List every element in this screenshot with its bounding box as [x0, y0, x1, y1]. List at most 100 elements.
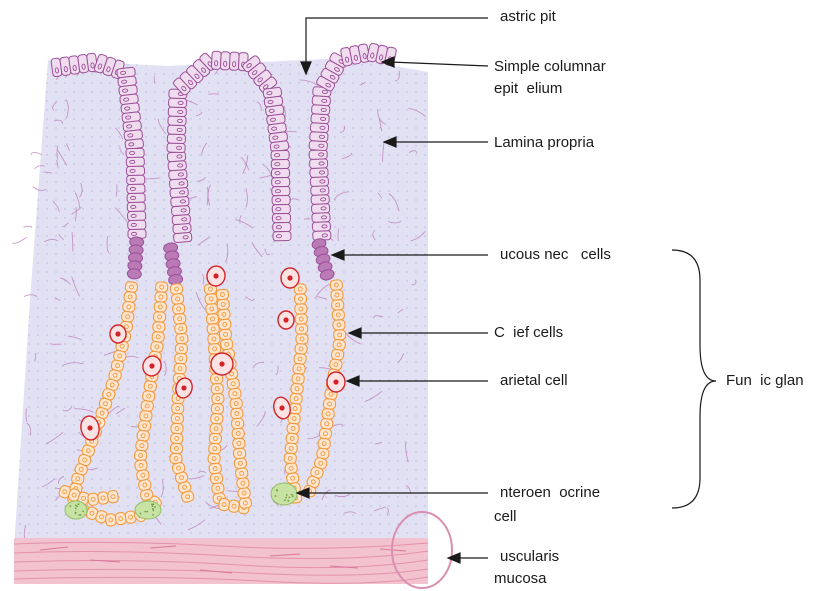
chief-cell — [233, 438, 246, 449]
chief-cell — [218, 498, 230, 511]
label-epithelium: epit elium — [494, 78, 562, 99]
epithelial-cell — [311, 195, 329, 205]
epithelial-cell — [126, 157, 144, 166]
chief-cell — [295, 324, 307, 334]
chief-cell — [333, 330, 346, 341]
epithelial-cell — [128, 220, 146, 229]
label-chief-cells: C ief cells — [494, 322, 563, 343]
epithelial-cell — [312, 213, 330, 223]
label-muscularis: uscularis — [500, 546, 559, 567]
chief-cell — [333, 320, 346, 331]
chief-cell — [228, 500, 240, 513]
chief-cell — [210, 473, 223, 485]
epithelial-cell — [168, 107, 186, 117]
chief-cell — [234, 458, 247, 469]
chief-cell — [142, 390, 155, 402]
epithelial-cell — [127, 184, 145, 193]
chief-cell — [233, 448, 246, 459]
chief-cell — [115, 512, 126, 525]
label-mucous-neck-cells: ucous nec cells — [500, 244, 611, 265]
chief-cell — [208, 453, 221, 464]
parietal-cell — [110, 325, 126, 343]
chief-cell — [218, 319, 231, 330]
chief-cell — [294, 353, 307, 364]
epithelial-cell — [168, 116, 186, 126]
chief-cell — [170, 443, 182, 453]
chief-cell — [121, 311, 134, 322]
chief-cell — [239, 497, 252, 508]
chief-cell — [173, 313, 186, 324]
chief-cell — [293, 363, 306, 374]
epithelial-cell — [272, 186, 290, 195]
chief-cell — [286, 472, 299, 484]
connective-fiber — [12, 237, 26, 243]
chief-cell — [286, 433, 299, 444]
chief-cell — [295, 343, 308, 354]
epithelial-cell — [311, 114, 330, 124]
chief-cell — [208, 443, 221, 454]
chief-cell — [134, 450, 147, 461]
epithelial-cell — [271, 159, 289, 168]
chief-cell — [135, 440, 148, 451]
chief-cell — [170, 283, 183, 294]
chief-cell — [292, 373, 305, 384]
chief-cell — [154, 302, 167, 313]
chief-cell — [331, 290, 344, 301]
epithelial-cell — [309, 159, 327, 169]
label-gastric-pit: astric pit — [500, 6, 556, 27]
chief-cell — [205, 303, 218, 314]
chief-cell — [105, 513, 116, 526]
label-simple-columnar: Simple columnar — [494, 56, 606, 77]
chief-cell — [284, 453, 297, 464]
chief-cell — [320, 418, 333, 429]
chief-cell — [207, 323, 220, 334]
epithelial-cell — [125, 138, 144, 149]
chief-cell — [211, 403, 224, 414]
chief-cell — [217, 299, 230, 310]
epithelial-cell — [229, 52, 239, 70]
arrow-simple-columnar — [382, 57, 488, 67]
chief-cell — [208, 333, 221, 344]
connective-fiber — [57, 146, 58, 160]
chief-cell — [174, 353, 187, 364]
epithelial-cell — [167, 152, 186, 162]
epithelial-cell — [128, 211, 146, 220]
chief-cell — [125, 281, 138, 292]
epithelial-cell — [273, 231, 291, 240]
muscularis-mucosa-band — [14, 538, 428, 584]
connective-fiber — [24, 226, 32, 228]
chief-cell — [321, 408, 334, 419]
epithelial-cell — [168, 125, 186, 135]
epithelial-cell — [309, 150, 327, 160]
chief-cell — [216, 289, 229, 300]
chief-cell — [295, 314, 307, 324]
chief-cell — [124, 291, 137, 302]
chief-cell — [319, 428, 332, 439]
chief-cell — [231, 408, 244, 419]
epithelial-cell — [310, 177, 328, 187]
chief-cell — [172, 303, 185, 314]
chief-cell — [209, 463, 222, 475]
chief-cell — [296, 334, 308, 344]
epithelial-cell — [127, 175, 145, 184]
label-mucosa: mucosa — [494, 568, 547, 589]
chief-cell — [238, 487, 251, 498]
chief-cell — [138, 420, 151, 431]
chief-cell — [331, 300, 344, 311]
epithelial-cell — [309, 141, 328, 151]
enteroendocrine-cell — [65, 501, 87, 519]
chief-cell — [219, 329, 232, 340]
chief-cell — [137, 430, 150, 441]
chief-cell — [290, 393, 303, 404]
parietal-cell — [327, 372, 345, 392]
chief-cell — [174, 363, 187, 374]
epithelial-cell — [167, 134, 185, 144]
arrow-muscularis — [448, 553, 488, 563]
epithelial-cell — [311, 105, 330, 115]
epithelial-cell — [167, 143, 185, 153]
chief-cell — [122, 301, 135, 312]
chief-cell — [211, 383, 224, 394]
chief-cell — [332, 339, 345, 351]
epithelial-cell — [310, 132, 329, 142]
